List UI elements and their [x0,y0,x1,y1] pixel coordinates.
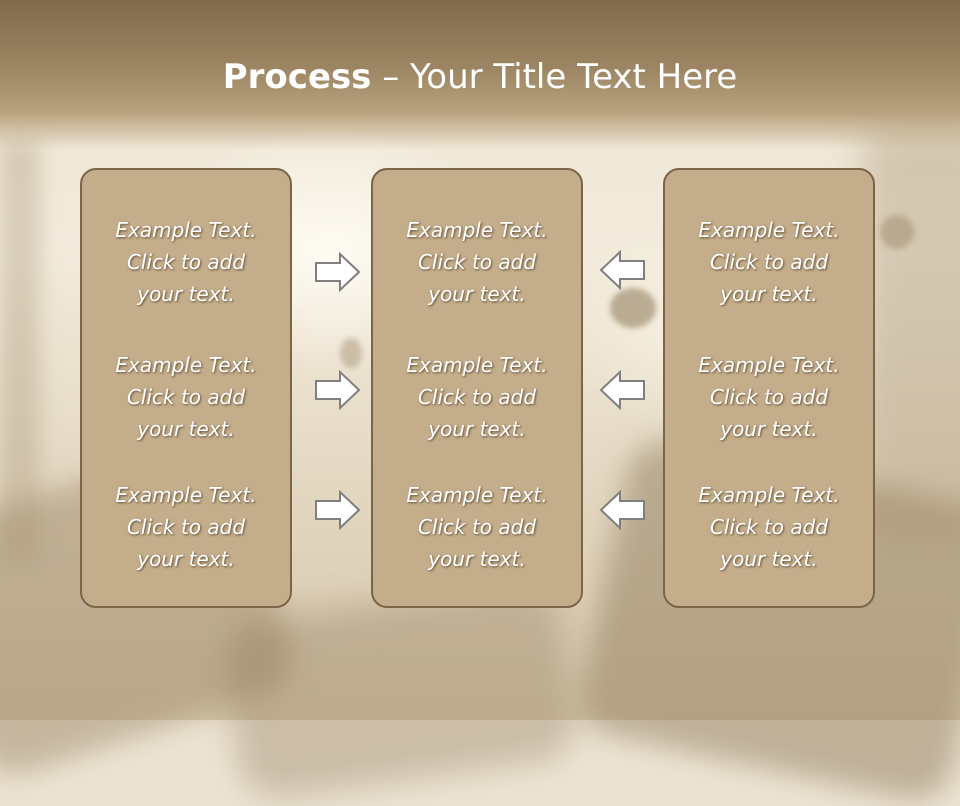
title-rest-text: – Your Title Text Here [371,57,738,97]
background-shadow [0,140,40,560]
background-blot [880,215,914,249]
background-blot [340,338,362,368]
placeholder-line: Click to add [417,385,537,409]
placeholder-line: Example Text. [698,218,840,242]
placeholder-line: your text. [428,417,526,441]
title-bar [0,0,960,150]
arrow-left-outline-icon[interactable] [598,490,646,530]
placeholder-line: Click to add [709,250,829,274]
placeholder-line: your text. [720,547,818,571]
placeholder-line: Example Text. [115,483,257,507]
process-box-left[interactable]: Example Text. Click to add your text. Ex… [80,168,292,608]
arrow-left-outline-icon[interactable] [598,370,646,410]
text-placeholder[interactable]: Example Text. Click to add your text. [665,349,873,445]
placeholder-line: Example Text. [406,218,548,242]
placeholder-line: Click to add [709,385,829,409]
arrow-right-outline-icon[interactable] [314,252,362,292]
process-box-right[interactable]: Example Text. Click to add your text. Ex… [663,168,875,608]
text-placeholder[interactable]: Example Text. Click to add your text. [665,479,873,575]
placeholder-line: your text. [137,547,235,571]
placeholder-line: Example Text. [406,483,548,507]
placeholder-line: Example Text. [698,483,840,507]
placeholder-line: Click to add [126,250,246,274]
placeholder-line: Example Text. [406,353,548,377]
placeholder-line: Example Text. [115,218,257,242]
placeholder-line: your text. [428,282,526,306]
placeholder-line: your text. [428,547,526,571]
placeholder-line: Example Text. [115,353,257,377]
text-placeholder[interactable]: Example Text. Click to add your text. [82,479,290,575]
text-placeholder[interactable]: Example Text. Click to add your text. [82,214,290,310]
text-placeholder[interactable]: Example Text. Click to add your text. [373,214,581,310]
placeholder-line: Click to add [417,515,537,539]
slide-title[interactable]: Process – Your Title Text Here [0,54,960,100]
placeholder-line: your text. [137,417,235,441]
text-placeholder[interactable]: Example Text. Click to add your text. [373,479,581,575]
background-blot [610,288,656,328]
background-shadow [860,120,960,540]
placeholder-line: Click to add [417,250,537,274]
placeholder-line: Click to add [126,515,246,539]
text-placeholder[interactable]: Example Text. Click to add your text. [665,214,873,310]
placeholder-line: your text. [720,417,818,441]
arrow-right-outline-icon[interactable] [314,370,362,410]
title-bold-text: Process [222,57,372,97]
placeholder-line: Click to add [709,515,829,539]
placeholder-line: your text. [720,282,818,306]
process-box-middle[interactable]: Example Text. Click to add your text. Ex… [371,168,583,608]
placeholder-line: your text. [137,282,235,306]
text-placeholder[interactable]: Example Text. Click to add your text. [373,349,581,445]
text-placeholder[interactable]: Example Text. Click to add your text. [82,349,290,445]
placeholder-line: Click to add [126,385,246,409]
arrow-left-outline-icon[interactable] [598,250,646,290]
placeholder-line: Example Text. [698,353,840,377]
arrow-right-outline-icon[interactable] [314,490,362,530]
